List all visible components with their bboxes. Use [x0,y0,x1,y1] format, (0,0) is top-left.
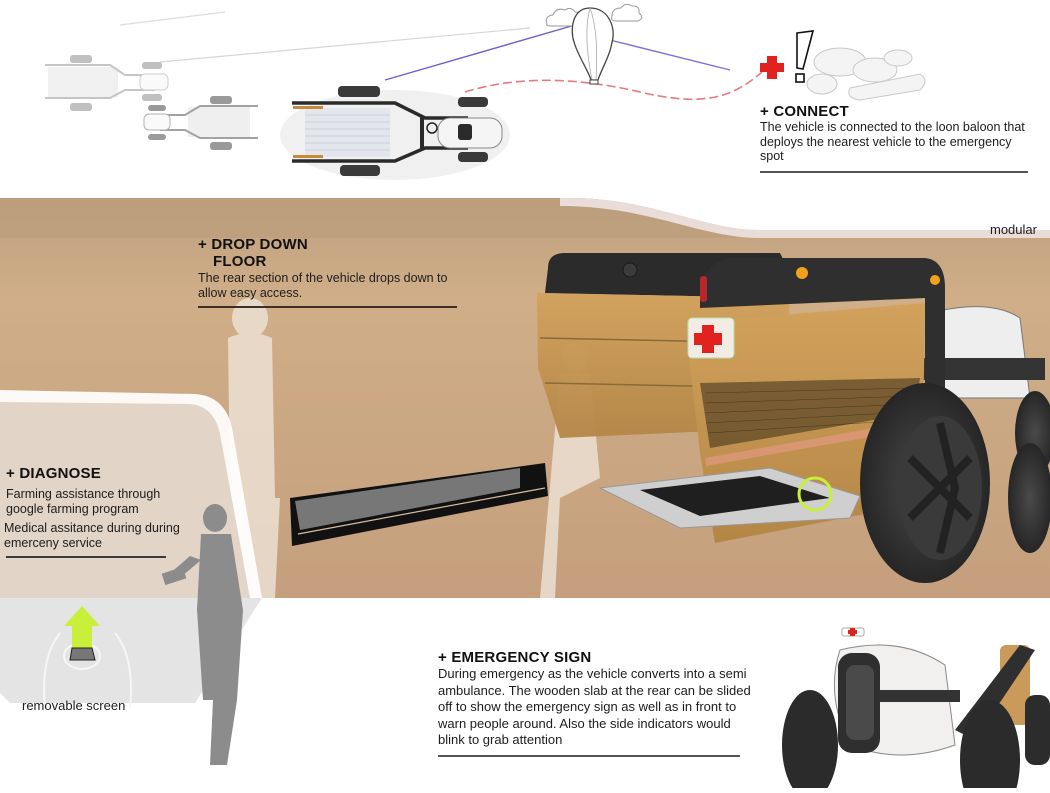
emergency-sign-body: During emergency as the vehicle converts… [438,666,751,747]
up-arrow-icon [64,606,100,653]
emergency-sign-title: + EMERGENCY SIGN [438,649,592,666]
top-deployment-illustration [0,0,1050,200]
modular-label: modular [990,222,1037,237]
vehicle-top-view-ghost-1 [45,55,169,111]
emergency-sign-caption: + EMERGENCY SIGN During emergency as the… [438,649,758,757]
divider [6,556,166,558]
red-cross-icon [848,628,857,636]
drop-down-floor-body: The rear section of the vehicle drops do… [198,271,448,300]
indicator-light-icon [930,275,940,285]
connect-body: The vehicle is connected to the loon bal… [760,120,1025,163]
diagnose-caption: + DIAGNOSE Farming assistance through go… [4,465,196,558]
drop-down-floor-title-line2: FLOOR [213,253,267,270]
screen-icon [69,647,96,661]
drop-down-ramp [598,467,861,529]
vehicle-front-render [780,615,1050,793]
doctor-silhouette [155,500,255,770]
connect-caption: + CONNECT The vehicle is connected to th… [760,103,1030,173]
divider [198,306,457,308]
divider [438,754,740,757]
connect-title: + CONNECT [760,103,849,120]
drop-down-floor-caption: + DROP DOWN FLOOR The rear section of th… [198,236,468,308]
desert-scene-render [0,198,1050,598]
stretcher-floor [290,463,548,546]
divider [760,170,1028,173]
diagnose-title: + DIAGNOSE [6,465,101,482]
diagnose-body-farming: Farming assistance through google farmin… [6,487,161,516]
vehicle-top-view-ghost-2 [143,96,258,150]
vehicle-top-view [280,86,510,180]
removable-screen-illustration [0,598,270,728]
rotate-arrow-icon [797,476,833,512]
removable-screen-label: removable screen [22,698,126,713]
red-cross-icon [694,325,722,353]
drop-down-floor-title-line1: + DROP DOWN [198,236,308,253]
diagnose-body-medical: Medical assitance during during emerceny… [4,521,180,550]
indicator-light-icon [796,267,808,279]
crashed-vehicles-illustration [806,47,926,101]
hot-air-balloon-icon [571,7,614,85]
red-cross-icon [760,56,784,79]
cloud-icon [545,3,643,27]
wheel-front [860,383,1050,583]
exclamation-icon [795,30,815,83]
